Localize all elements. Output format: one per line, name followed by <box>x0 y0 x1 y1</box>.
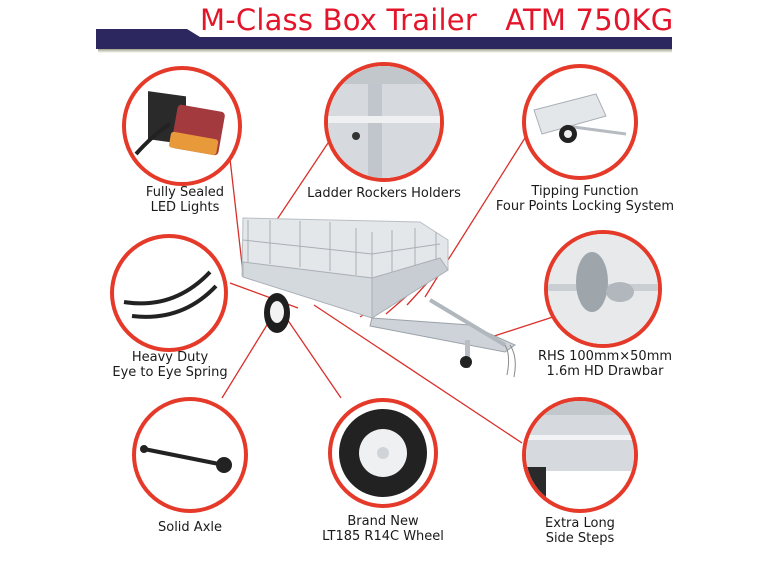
wheel-circle <box>328 398 438 508</box>
label-line: Tipping Function <box>531 184 639 199</box>
side-steps-circle <box>522 397 638 513</box>
solid-axle-circle <box>132 397 248 513</box>
box-trailer <box>241 217 517 378</box>
label-line: Heavy Duty <box>131 350 209 365</box>
label-line: Extra Long <box>545 516 615 531</box>
feature-label-tipping: Tipping Function Four Points Locking Sys… <box>490 184 680 214</box>
drawbar-circle <box>544 230 662 348</box>
led-lights-circle <box>122 66 242 186</box>
wheel-icon <box>339 409 427 497</box>
ladder-rack-holder-icon <box>328 66 440 178</box>
header-banner <box>96 29 672 53</box>
label-line: Ladder Rockers Holders <box>307 186 461 201</box>
label-line: Brand New <box>347 514 419 529</box>
feature-label-steps: Extra Long Side Steps <box>530 516 630 546</box>
feature-label-axle: Solid Axle <box>140 520 240 535</box>
label-line: RHS 100mm×50mm <box>537 349 673 364</box>
leaf-spring-circle <box>110 234 228 352</box>
feature-label-wheel: Brand New LT185 R14C Wheel <box>315 514 451 544</box>
label-line: LED Lights <box>150 200 220 215</box>
tipping-function-circle <box>522 64 638 180</box>
label-line: Fully Sealed <box>145 185 225 200</box>
leaf-spring-icon <box>123 270 218 319</box>
feature-label-drawbar: RHS 100mm×50mm 1.6m HD Drawbar <box>530 349 680 379</box>
feature-label-led: Fully Sealed LED Lights <box>130 185 240 215</box>
feature-label-spring: Heavy Duty Eye to Eye Spring <box>100 350 240 380</box>
side-steps-icon <box>526 401 634 497</box>
tipping-trailer-icon <box>533 93 627 143</box>
label-line: LT185 R14C Wheel <box>322 529 444 544</box>
led-tail-light-icon <box>134 91 225 156</box>
feature-label-ladder: Ladder Rockers Holders <box>300 186 468 201</box>
label-line: Eye to Eye Spring <box>112 365 228 380</box>
solid-axle-icon <box>140 445 232 473</box>
label-line: Side Steps <box>545 531 615 546</box>
label-line: Four Points Locking System <box>495 199 675 214</box>
drawbar-coupling-icon <box>548 234 658 344</box>
label-line: Solid Axle <box>157 520 222 535</box>
label-line: 1.6m HD Drawbar <box>546 364 664 379</box>
ladder-holders-circle <box>324 62 444 182</box>
page-title: M-Class Box Trailer ATM 750KG <box>200 3 674 37</box>
